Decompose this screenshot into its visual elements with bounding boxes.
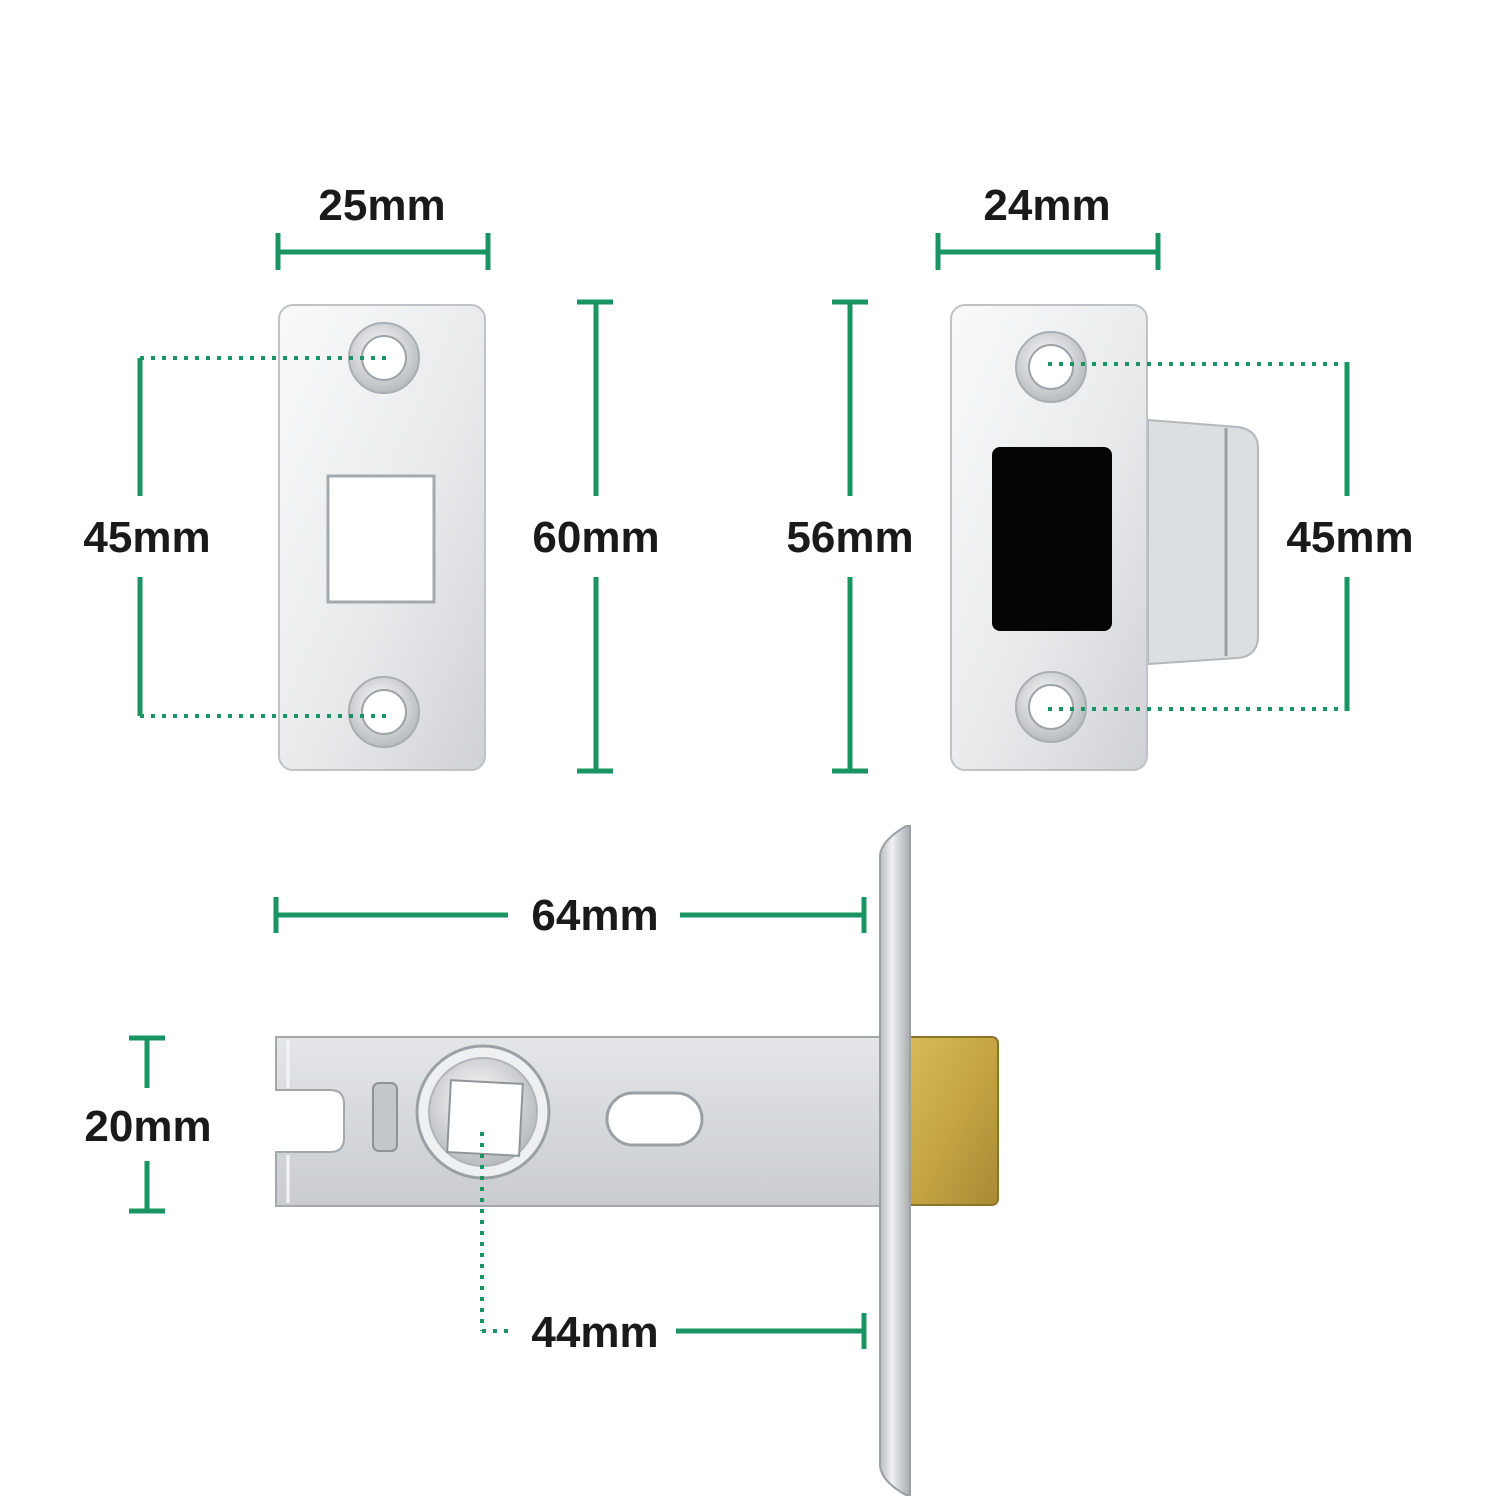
keeper-plate <box>950 304 1259 771</box>
latch-spindle-hole <box>446 1079 524 1157</box>
latch-slot <box>605 1091 704 1147</box>
dim-label-latch-length: 64mm <box>531 891 658 940</box>
dim-label-latch-body-height: 20mm <box>84 1102 211 1151</box>
latch-brass-bolt <box>905 1036 999 1206</box>
dimension-lines <box>129 233 1350 1349</box>
strike-plate-latch-opening <box>326 474 436 604</box>
dim-label-strike-plate-width: 25mm <box>318 181 445 230</box>
dim-label-keeper-width: 24mm <box>983 181 1110 230</box>
dim-label-strike-plate-height: 60mm <box>532 513 659 562</box>
latch-body <box>275 1036 881 1207</box>
latch-stamp-mark <box>372 1082 398 1152</box>
dim-label-keeper-hole-spacing: 45mm <box>1286 513 1413 562</box>
dim-label-strike-plate-hole-spacing: 45mm <box>83 513 210 562</box>
latch-face-plate <box>879 825 911 1496</box>
keeper-black-insert <box>992 447 1112 631</box>
dim-label-latch-backset: 44mm <box>531 1308 658 1357</box>
strike-plate <box>278 304 486 771</box>
keeper-return-lip <box>1147 418 1259 666</box>
dim-label-keeper-height: 56mm <box>786 513 913 562</box>
tubular-latch <box>275 825 999 1496</box>
